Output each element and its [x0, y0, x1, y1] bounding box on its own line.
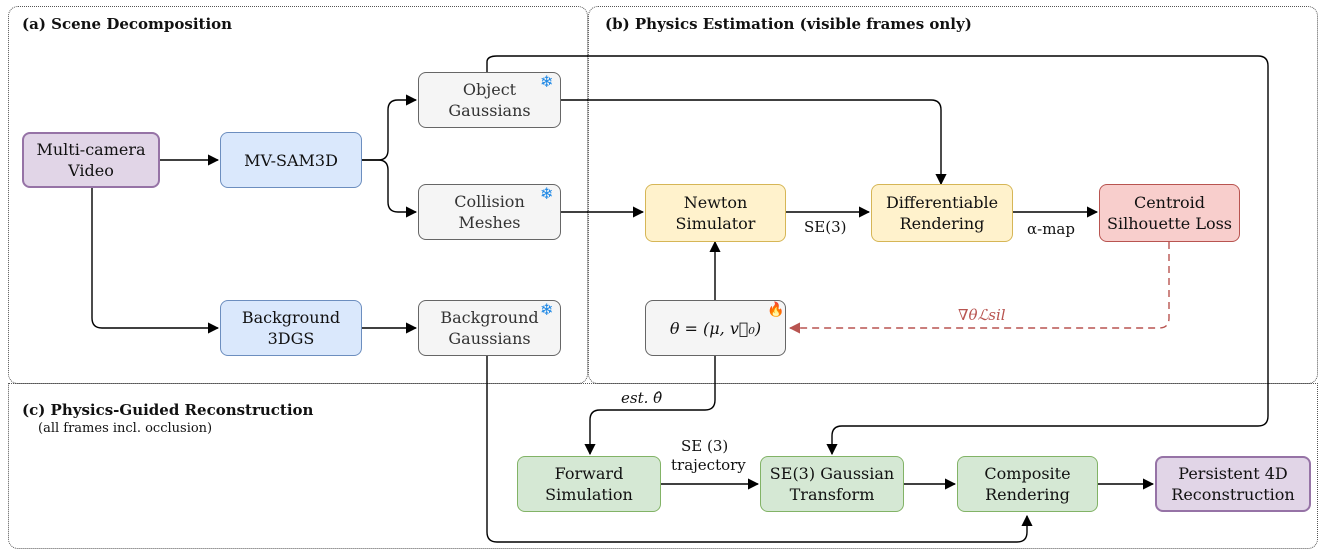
node-persistent-4d-reconstruction: Persistent 4D Reconstruction	[1155, 456, 1311, 512]
node-label: Multi-camera	[36, 140, 146, 159]
flame-icon: 🔥	[767, 302, 785, 318]
node-label: Meshes	[458, 213, 521, 232]
node-label: θ = (μ, v⃗₀)	[669, 318, 762, 338]
node-label: Transform	[789, 485, 875, 504]
node-label: Gaussians	[448, 101, 531, 120]
edge-theta-to-fwdsim	[584, 356, 716, 456]
node-label: Background	[440, 308, 539, 327]
region-b-title: (b) Physics Estimation (visible frames o…	[605, 15, 972, 33]
node-label: Forward	[554, 464, 624, 483]
node-label: Object	[462, 80, 517, 99]
edge-label-se3-trajectory-2: trajectory	[671, 456, 746, 474]
edge-label-gradient: ∇θℒsil	[958, 306, 1006, 324]
node-background-gaussians: Background Gaussians	[418, 300, 561, 356]
node-label: Reconstruction	[1171, 485, 1295, 504]
edge-gradient-feedback	[788, 242, 1170, 334]
snowflake-icon: ❄	[540, 300, 554, 319]
edge-video-to-bg3dgs	[91, 188, 220, 334]
region-a-title: (a) Scene Decomposition	[22, 15, 233, 33]
region-physics-guided-reconstruction	[8, 383, 1318, 549]
edge-label-se3: SE(3)	[804, 218, 847, 237]
region-c-title: (c) Physics-Guided Reconstruction	[22, 401, 314, 419]
node-label: Background	[241, 308, 341, 327]
node-collision-meshes: Collision Meshes	[418, 184, 561, 240]
node-background-3dgs: Background 3DGS	[220, 300, 362, 356]
node-label: MV-SAM3D	[244, 150, 338, 170]
node-label: Rendering	[985, 485, 1070, 504]
node-differentiable-rendering: Differentiable Rendering	[871, 184, 1013, 242]
node-mv-sam3d: MV-SAM3D	[220, 132, 362, 188]
edge-label-alpha-map: α-map	[1027, 220, 1075, 239]
edge-mvsam-to-object	[362, 94, 418, 161]
node-label: Differentiable	[885, 193, 999, 212]
node-label: Gaussians	[448, 329, 531, 348]
node-newton-simulator: Newton Simulator	[645, 184, 786, 242]
node-multi-camera-video: Multi-camera Video	[22, 132, 160, 188]
edge-label-se3-trajectory-1: SE (3)	[681, 437, 729, 455]
snowflake-icon: ❄	[540, 72, 554, 91]
node-label: Collision	[454, 192, 525, 211]
node-label: Persistent 4D	[1178, 464, 1288, 483]
node-label: Centroid	[1133, 193, 1206, 212]
edge-label-est-theta: est. θ̂	[621, 389, 663, 407]
node-centroid-silhouette-loss: Centroid Silhouette Loss	[1099, 184, 1240, 242]
node-label: SE(3) Gaussian	[769, 464, 895, 483]
node-forward-simulation: Forward Simulation	[517, 456, 661, 512]
node-label: 3DGS	[267, 329, 315, 348]
node-label: Rendering	[899, 214, 985, 233]
node-label: Silhouette Loss	[1107, 214, 1232, 233]
node-composite-rendering: Composite Rendering	[957, 456, 1098, 512]
node-label: Simulation	[545, 485, 633, 504]
node-label: Newton	[683, 193, 748, 212]
node-label: Simulator	[675, 214, 756, 233]
edge-mvsam-to-collision	[362, 159, 418, 218]
node-object-gaussians: Object Gaussians	[418, 72, 561, 128]
node-label: Composite	[984, 464, 1071, 483]
snowflake-icon: ❄	[540, 184, 554, 203]
node-se3-gaussian-transform: SE(3) Gaussian Transform	[760, 456, 904, 512]
edge-object-to-se3transform	[486, 55, 1269, 456]
edge-bggauss-to-composite	[486, 356, 1033, 543]
edge-object-to-diffrender	[561, 99, 947, 186]
region-c-subtitle: (all frames incl. occlusion)	[38, 421, 213, 436]
node-label: Video	[68, 161, 114, 180]
node-theta-parameters: θ = (μ, v⃗₀)	[645, 300, 786, 356]
